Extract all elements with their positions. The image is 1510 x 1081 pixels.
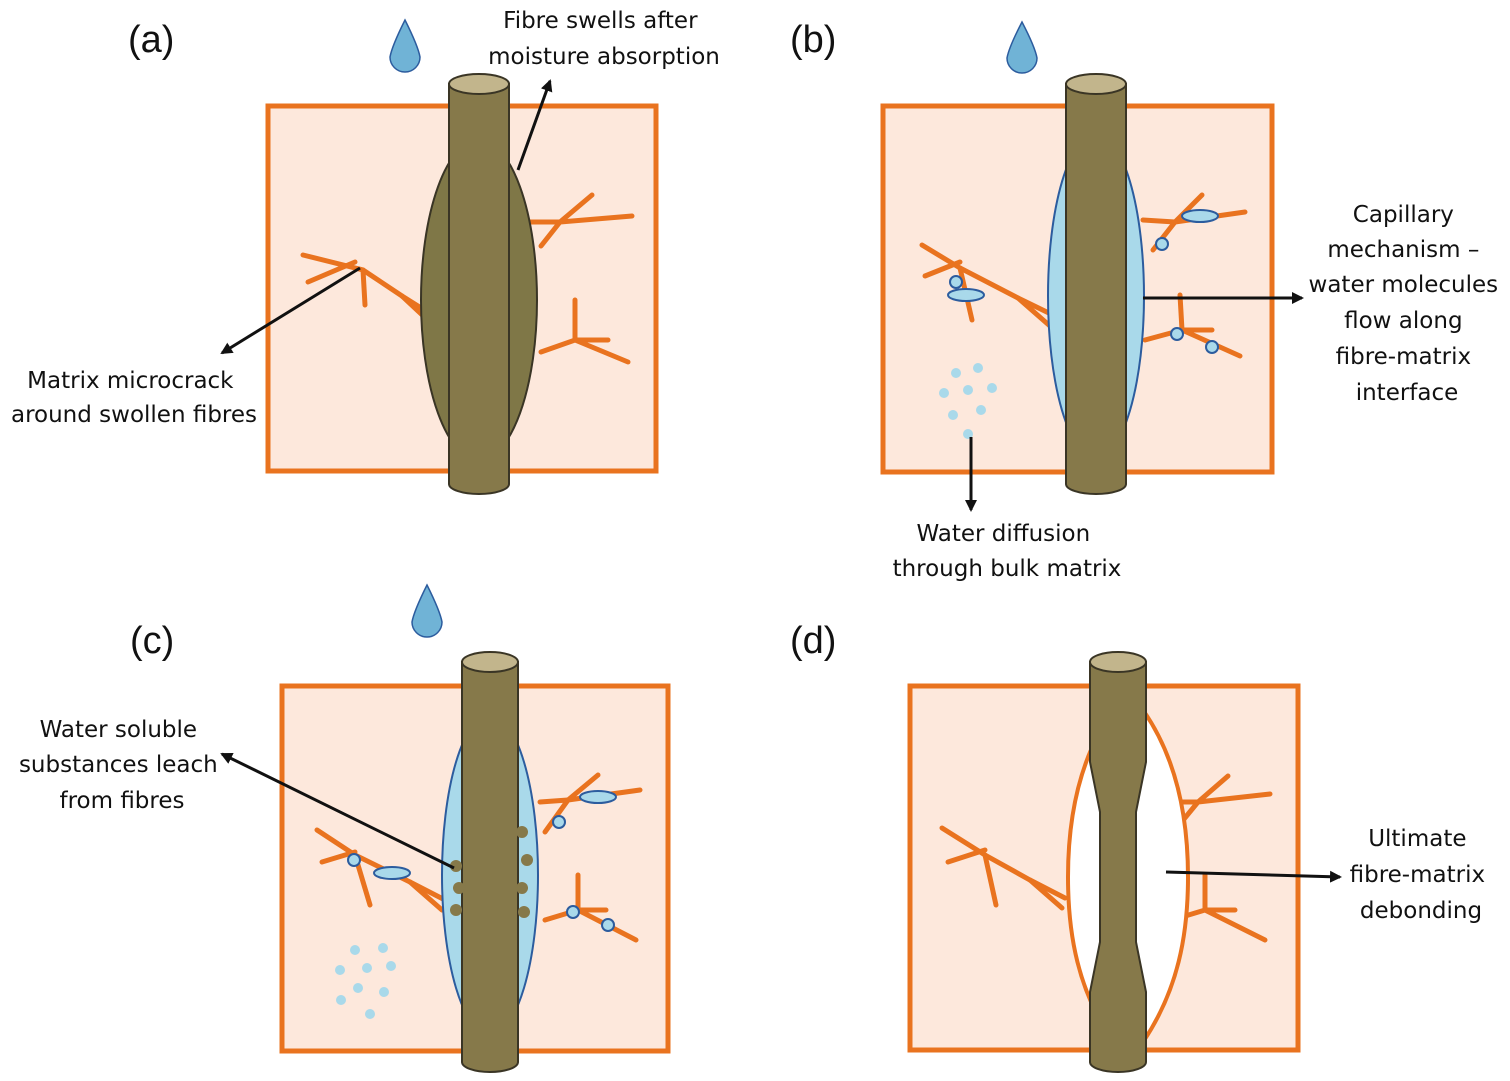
water-drop-icon bbox=[1006, 20, 1038, 74]
diffusing-water-molecules bbox=[939, 363, 997, 439]
annotation-fibre-swells: Fibre swells after moisture absorption bbox=[488, 8, 720, 70]
arrow-microcrack bbox=[220, 266, 361, 355]
panel-a-label: (a) bbox=[128, 19, 174, 61]
annotation-water-diffusion: Water diffusion through bulk matrix bbox=[893, 521, 1122, 582]
diffusing-water-molecules bbox=[335, 943, 396, 1019]
fibre-top bbox=[1089, 651, 1147, 673]
annotation-water-soluble: Water soluble substances leach from fibr… bbox=[19, 717, 225, 814]
fibre-body bbox=[461, 661, 519, 1073]
panel-c: (c) bbox=[19, 583, 671, 1073]
panel-b: (b) bbox=[790, 19, 1506, 582]
fibre-body bbox=[448, 83, 510, 495]
water-drop-icon bbox=[411, 583, 443, 638]
leached-substances bbox=[450, 826, 533, 918]
arrow-fibre-swells bbox=[516, 79, 553, 171]
arrow-debonding bbox=[1165, 870, 1342, 883]
fibre-body bbox=[1065, 83, 1127, 495]
trapped-water-droplets bbox=[947, 209, 1219, 354]
annotation-matrix-microcrack: Matrix microcrack around swollen fibres bbox=[11, 368, 257, 428]
annotation-capillary-mechanism: Capillary mechanism – water molecules fl… bbox=[1309, 202, 1506, 406]
panel-d-label: (d) bbox=[790, 620, 836, 662]
arrow-leach bbox=[220, 752, 455, 870]
panel-c-label: (c) bbox=[130, 620, 174, 662]
fibre-top bbox=[1065, 73, 1127, 95]
fibre-body bbox=[1089, 661, 1147, 1073]
panel-d: (d) Ultimate fibre-matrix debonding bbox=[790, 620, 1493, 1073]
fibre-top bbox=[461, 651, 519, 673]
matrix-microcrack bbox=[939, 773, 1273, 943]
water-drop-icon bbox=[389, 18, 421, 73]
annotation-debonding: Ultimate fibre-matrix debonding bbox=[1350, 826, 1493, 924]
panel-b-label: (b) bbox=[790, 19, 836, 61]
panel-a: (a) Fibre swells after moisture absorpti… bbox=[11, 8, 720, 495]
trapped-water-droplets bbox=[347, 790, 617, 932]
fibre-top bbox=[448, 73, 510, 95]
